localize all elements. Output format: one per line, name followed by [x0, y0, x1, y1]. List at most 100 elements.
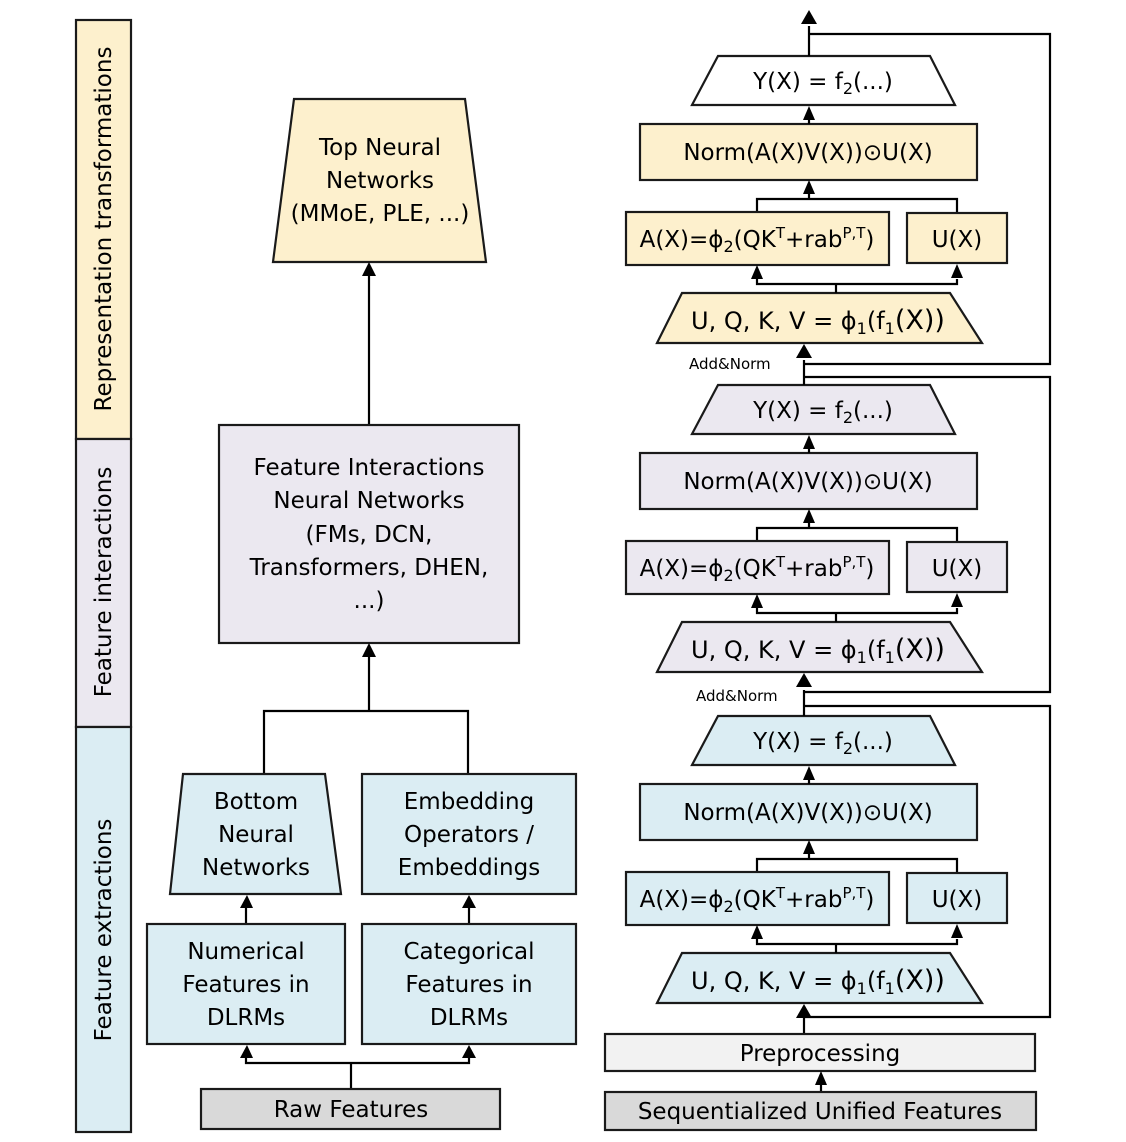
norm-block: [638, 782, 979, 842]
top-neural-networks-block: [271, 97, 488, 264]
preprocessing-label: Preprocessing: [740, 1041, 901, 1067]
u-label: U(X): [932, 887, 983, 913]
sequentialized-features-block: [603, 1090, 1038, 1132]
arrow-head-icon: [801, 10, 817, 24]
attention-block: [624, 539, 891, 596]
norm-label: Norm(A(X)V(X))⊙U(X): [683, 140, 932, 166]
uqkv-label: U, Q, K, V = ϕ1(f1(X)): [691, 634, 945, 667]
hstu-block-bottom: Y(X) = f2(...)Norm(A(X)V(X))⊙U(X)A(X)=ϕ2…: [624, 714, 1009, 1005]
arrow-head-icon: [462, 895, 476, 908]
embedding-label-line-2: Operators /: [404, 822, 534, 848]
norm-block: [638, 451, 979, 511]
categorical-features-block: [360, 922, 578, 1046]
arrow-head-icon: [240, 1045, 253, 1058]
embedding-label-line-3: Embeddings: [398, 855, 540, 881]
top-nn-label-line-1: Top Neural: [318, 135, 441, 161]
arrow-head-icon: [803, 435, 815, 449]
y-output-label: Y(X) = f2(...): [752, 398, 893, 427]
y-output-label: Y(X) = f2(...): [752, 69, 893, 98]
connector-split: [755, 279, 959, 286]
categorical-label-line-2: Features in: [405, 972, 532, 998]
add-norm-label: Add&Norm: [696, 687, 778, 705]
arrow-head-icon: [362, 262, 376, 276]
bottom-nn-label-line-2: Neural: [218, 822, 294, 848]
uqkv-label: U, Q, K, V = ϕ1(f1(X)): [691, 965, 945, 998]
bottom-nn-label-line-1: Bottom: [214, 789, 298, 815]
numerical-label-line-3: DLRMs: [207, 1005, 285, 1031]
side-section-representation: [74, 18, 133, 441]
norm-label: Norm(A(X)V(X))⊙U(X): [683, 469, 932, 495]
connector-raw-split: [244, 1055, 471, 1065]
arrow-head-icon: [815, 1071, 827, 1085]
side-label-interaction: Feature interactions: [91, 467, 117, 698]
connector-merge-to-norm: [755, 857, 959, 873]
fi-label-line-1: Feature Interactions: [254, 455, 485, 481]
attention-label: A(X)=ϕ2(QKT+rabP,T): [640, 224, 875, 256]
uqkv-label: U, Q, K, V = ϕ1(f1(X)): [691, 305, 945, 338]
attention-label: A(X)=ϕ2(QKT+rabP,T): [640, 553, 875, 585]
side-section-interaction: [74, 437, 133, 729]
categorical-label-line-3: DLRMs: [430, 1005, 508, 1031]
arrow-head-icon: [751, 265, 763, 279]
hstu-block-middle: Y(X) = f2(...) Norm(A(X)V(X))⊙U(X) A(X)=ϕ2…: [624, 383, 1009, 674]
attention-label: A(X)=ϕ2(QKT+rabP,T): [640, 884, 875, 916]
attention-block: [624, 870, 891, 927]
connector-merge-to-norm: [755, 197, 959, 213]
embedding-operators-block: [360, 772, 578, 896]
numerical-label-line-1: Numerical: [187, 939, 304, 965]
embedding-label-line-1: Embedding: [404, 789, 534, 815]
y-output-block: [690, 383, 957, 436]
connector-split: [755, 608, 959, 615]
preprocessing-block: [603, 1032, 1037, 1073]
raw-features-label: Raw Features: [274, 1097, 429, 1123]
u-label: U(X): [932, 227, 983, 253]
gr-column: Y(X) = f2(...) Norm(A(X)V(X))⊙U(X) A(X)=ϕ2…: [603, 10, 1052, 1132]
top-nn-label-line-2: Networks: [326, 168, 434, 194]
y-output-block: [690, 54, 957, 107]
hstu-block-top: Y(X) = f2(...) Norm(A(X)V(X))⊙U(X) A(X)=ϕ2…: [624, 54, 1009, 345]
arrow-head-icon: [803, 106, 815, 120]
arrow-head-icon: [751, 594, 763, 608]
arrow-head-icon: [951, 264, 963, 278]
arrow-head-icon: [803, 509, 815, 523]
fi-label-line-3: (FMs, DCN,: [306, 522, 433, 548]
connector-split: [755, 939, 959, 946]
categorical-label-line-1: Categorical: [404, 939, 535, 965]
side-bar: Representation transformations Feature i…: [74, 18, 133, 1134]
numerical-features-block: [145, 922, 347, 1046]
arrow-head-icon: [240, 895, 253, 908]
side-label-extraction: Feature extractions: [91, 819, 117, 1042]
attention-block: [624, 210, 891, 267]
uqkv-block: [655, 951, 985, 1005]
u-block: [905, 871, 1009, 925]
u-label: U(X): [932, 556, 983, 582]
uqkv-block: [655, 291, 985, 345]
u-block: [905, 540, 1009, 594]
arrow-head-icon: [803, 840, 815, 854]
arrow-head-icon: [951, 924, 963, 938]
arrow-head-icon: [796, 1004, 812, 1018]
connector-merge-to-fi: [262, 709, 470, 774]
fi-label-line-4: Transformers, DHEN,: [249, 555, 489, 581]
add-norm-label: Add&Norm: [689, 355, 771, 373]
arrow-head-icon: [951, 593, 963, 607]
top-nn-label-line-3: (MMoE, PLE, ...): [291, 201, 470, 227]
arrow-head-icon: [803, 766, 815, 780]
arrow-head-icon: [362, 643, 376, 657]
numerical-label-line-2: Features in: [182, 972, 309, 998]
bottom-nn-label-line-3: Networks: [202, 855, 310, 881]
arrow-head-icon: [751, 925, 763, 939]
residual-connection-middle: [804, 375, 1052, 694]
residual-connection-bottom: [804, 704, 1052, 1019]
side-label-representation: Representation transformations: [91, 47, 117, 412]
arrow-head-icon: [796, 344, 812, 358]
fi-label-line-2: Neural Networks: [273, 488, 464, 514]
u-block: [905, 211, 1009, 265]
raw-features-block: [199, 1087, 502, 1131]
arrow-head-icon: [796, 673, 812, 687]
y-output-block: [690, 714, 957, 767]
norm-label: Norm(A(X)V(X))⊙U(X): [683, 800, 932, 826]
norm-block: [638, 122, 979, 182]
sequentialized-features-label: Sequentialized Unified Features: [638, 1099, 1002, 1125]
